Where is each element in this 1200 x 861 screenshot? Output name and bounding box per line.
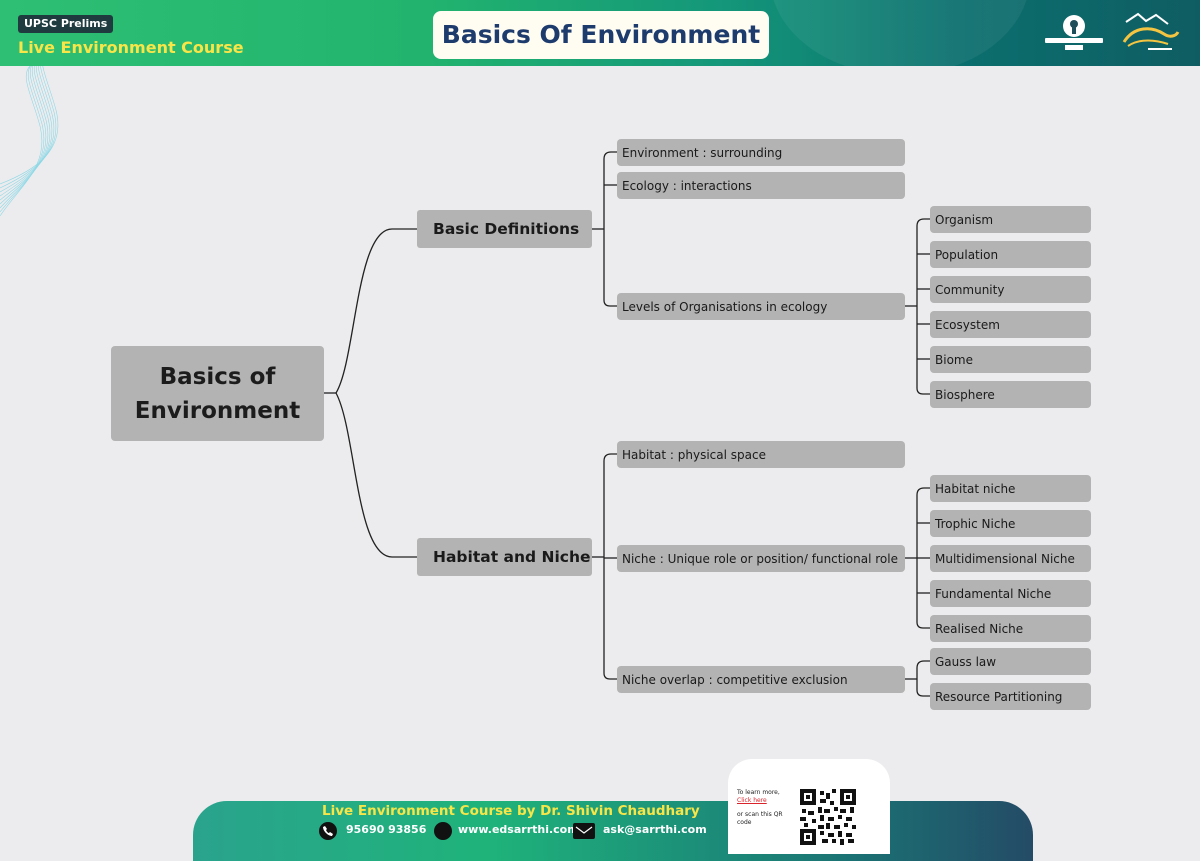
node-niche: Niche : Unique role or position/ functio… [617,545,905,572]
decorative-ribbon [0,66,59,217]
node-niche-overlap: Niche overlap : competitive exclusion [617,666,905,693]
branch-habitat-and-niche: Habitat and Niche [417,538,592,576]
node-habitat: Habitat : physical space [617,441,905,468]
node-ecology: Ecology : interactions [617,172,905,199]
mail-icon [573,823,595,839]
sarrthi-logo [1122,12,1180,50]
footer-website[interactable]: www.edsarrthi.com [458,823,579,836]
qr-line1: To learn more, [737,789,780,796]
niche-fundamental-niche: Fundamental Niche [930,580,1091,607]
phone-icon [319,822,337,840]
footer-email[interactable]: ask@sarrthi.com [603,823,707,836]
overlap-gauss-law: Gauss law [930,648,1091,675]
course-badge: UPSC Prelims [18,15,114,33]
niche-trophic-niche: Trophic Niche [930,510,1091,537]
niche-habitat-niche: Habitat niche [930,475,1091,502]
footer-title: Live Environment Course by Dr. Shivin Ch… [322,803,700,819]
level-ecosystem: Ecosystem [930,311,1091,338]
web-icon [434,822,452,840]
qr-code[interactable] [800,789,856,845]
header-banner: UPSC Prelims Live Environment Course Bas… [0,0,1200,66]
niche-realised-niche: Realised Niche [930,615,1091,642]
overlap-resource-partitioning: Resource Partitioning [930,683,1091,710]
footer-phone[interactable]: 95690 93856 [346,823,427,836]
niche-multidimensional-niche: Multidimensional Niche [930,545,1091,572]
logo-emblem [1045,15,1103,50]
level-community: Community [930,276,1091,303]
level-population: Population [930,241,1091,268]
node-environment: Environment : surrounding [617,139,905,166]
qr-caption: To learn more, Click here or scan this Q… [737,789,797,827]
course-subtitle: Live Environment Course [18,38,244,57]
level-biosphere: Biosphere [930,381,1091,408]
level-organism: Organism [930,206,1091,233]
root-node: Basics of Environment [111,346,324,441]
branch-basic-definitions: Basic Definitions [417,210,592,248]
qr-line2: or scan this QR code [737,811,783,826]
qr-click-link[interactable]: Click here [737,797,767,804]
page-title: Basics Of Environment [433,11,769,59]
node-levels-of-organisation: Levels of Organisations in ecology [617,293,905,320]
level-biome: Biome [930,346,1091,373]
